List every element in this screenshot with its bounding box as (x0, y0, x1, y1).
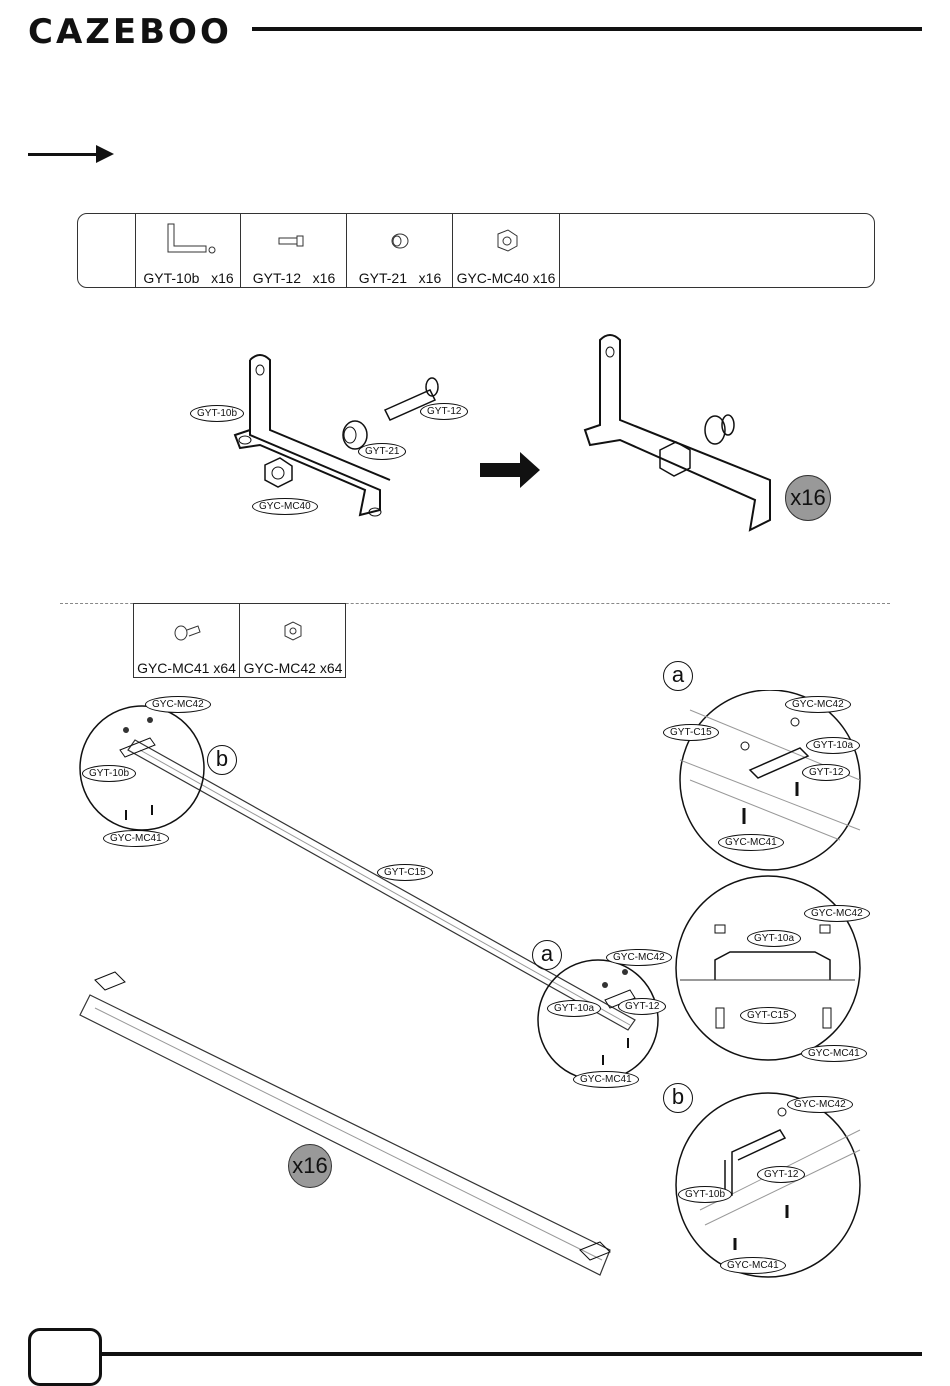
header-rule (252, 27, 922, 31)
callout-label: GYT-21 (358, 443, 407, 460)
rail-label: GYT-C15 (377, 864, 433, 881)
brand-logo: CAZEBOO (28, 12, 232, 52)
step2-drawing (79, 690, 861, 1278)
callout-label: GYC-MC42 (606, 949, 672, 966)
parts-list-step1: GYT-10b x16 GYT-12 x16 GYT-21 x16 GYC-MC… (77, 213, 875, 288)
callout-label: GYC-MC42 (787, 1096, 853, 1113)
part-cell: GYC-MC42 x64 (239, 604, 346, 677)
callout-label: GYT-10a (547, 1000, 602, 1017)
callout-label: GYT-C15 (740, 1007, 796, 1024)
callout-label: GYC-MC40 (252, 498, 318, 515)
footer-rule (100, 1352, 922, 1356)
detail-letter-b: b (207, 745, 237, 775)
part-code: GYC-MC42 (243, 660, 316, 676)
step-arrow-shaft (28, 153, 98, 156)
detail-letter-a: a (532, 940, 562, 970)
part-cell: GYT-10b x16 (135, 214, 241, 287)
callout-label: GYT-10b (190, 405, 245, 422)
screw-icon (174, 625, 201, 641)
part-qty: x16 (312, 270, 336, 286)
page-number-box (28, 1328, 102, 1386)
part-cell: GYC-MC41 x64 (134, 604, 239, 677)
parts-list-step2: GYC-MC41 x64 GYC-MC42 x64 (133, 603, 346, 678)
callout-label: GYT-10a (747, 930, 802, 947)
callout-label: GYT-12 (420, 403, 469, 420)
quantity-badge: x16 (288, 1144, 332, 1188)
callout-label: GYC-MC41 (718, 834, 784, 851)
part-cell: GYT-12 x16 (240, 214, 347, 287)
callout-label: GYC-MC41 (801, 1045, 867, 1062)
callout-label: GYC-MC42 (785, 696, 851, 713)
section-divider (60, 603, 890, 604)
lock-nut-icon (284, 621, 302, 641)
part-code: GYC-MC41 (137, 660, 210, 676)
callout-label: GYT-10b (678, 1186, 733, 1203)
step1-drawing (233, 334, 771, 532)
callout-label: GYT-10b (82, 765, 137, 782)
callout-label: GYT-C15 (663, 724, 719, 741)
part-cell: GYT-21 x16 (346, 214, 453, 287)
step-arrow-icon (96, 145, 114, 163)
callout-label: GYC-MC41 (573, 1071, 639, 1088)
part-qty: x16 (532, 270, 556, 286)
callout-label: GYT-12 (757, 1166, 806, 1183)
callout-label: GYC-MC42 (804, 905, 870, 922)
quantity-badge: x16 (785, 475, 831, 521)
callout-label: GYT-10a (806, 737, 861, 754)
part-code: GYT-21 (358, 270, 407, 286)
part-qty: x64 (213, 660, 236, 676)
part-code: GYT-10b (143, 270, 200, 286)
part-code: GYT-12 (252, 270, 301, 286)
callout-label: GYC-MC42 (145, 696, 211, 713)
callout-label: GYC-MC41 (103, 830, 169, 847)
callout-label: GYT-12 (618, 998, 667, 1015)
nut-icon (497, 229, 518, 252)
bracket-icon (167, 223, 216, 254)
callout-label: GYT-12 (802, 764, 851, 781)
spacer-icon (391, 233, 409, 249)
detail-letter-a: a (663, 661, 693, 691)
part-qty: x16 (418, 270, 442, 286)
pin-icon (278, 235, 304, 247)
callout-label: GYC-MC41 (720, 1257, 786, 1274)
part-cell: GYC-MC40 x16 (452, 214, 560, 287)
detail-letter-b: b (663, 1083, 693, 1113)
part-qty: x16 (211, 270, 234, 286)
part-code: GYC-MC40 (456, 270, 529, 286)
part-qty: x64 (319, 660, 343, 676)
